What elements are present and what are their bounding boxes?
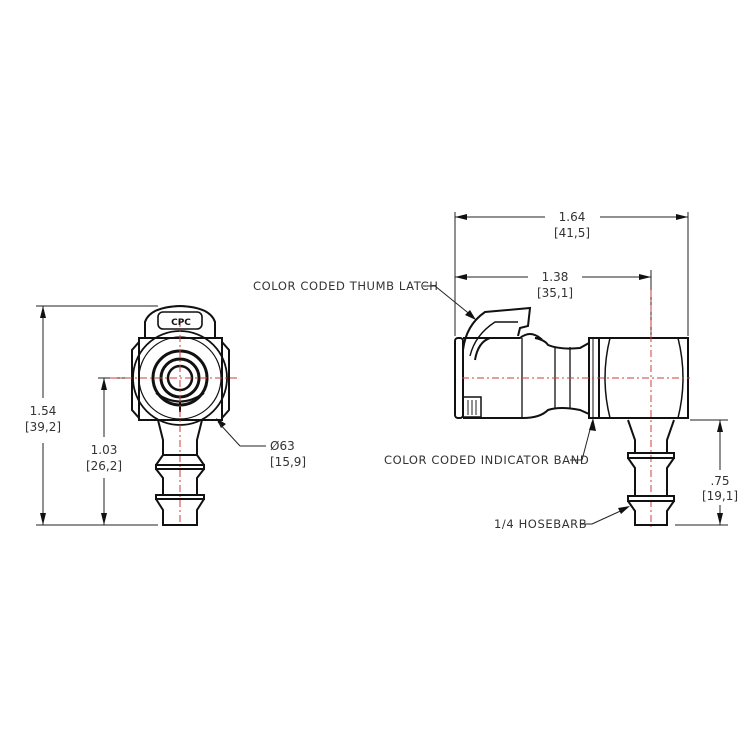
dim-overall-height: 1.54 xyxy=(30,404,57,418)
front-view xyxy=(36,304,266,526)
callout-thumb-latch: COLOR CODED THUMB LATCH xyxy=(253,279,439,293)
dim-center-height: 1.03 xyxy=(91,443,118,457)
dim-overall-height-metric: [39,2] xyxy=(25,420,61,434)
dim-center-height-metric: [26,2] xyxy=(86,459,122,473)
dim-overall-length: 1.64 xyxy=(559,210,586,224)
dim-center-length: 1.38 xyxy=(542,270,569,284)
side-view xyxy=(423,212,728,528)
dim-barb-height: .75 xyxy=(710,474,729,488)
dim-diameter: Ø63 xyxy=(270,439,295,453)
callout-hosebarb: 1/4 HOSEBARB xyxy=(494,517,587,531)
callout-indicator-band: COLOR CODED INDICATOR BAND xyxy=(384,453,589,467)
dim-center-length-metric: [35,1] xyxy=(537,286,573,300)
dim-diameter-metric: [15,9] xyxy=(270,455,306,469)
cpc-logo: CPC xyxy=(171,318,191,328)
dim-overall-length-metric: [41,5] xyxy=(554,226,590,240)
dim-barb-height-metric: [19,1] xyxy=(702,489,738,503)
